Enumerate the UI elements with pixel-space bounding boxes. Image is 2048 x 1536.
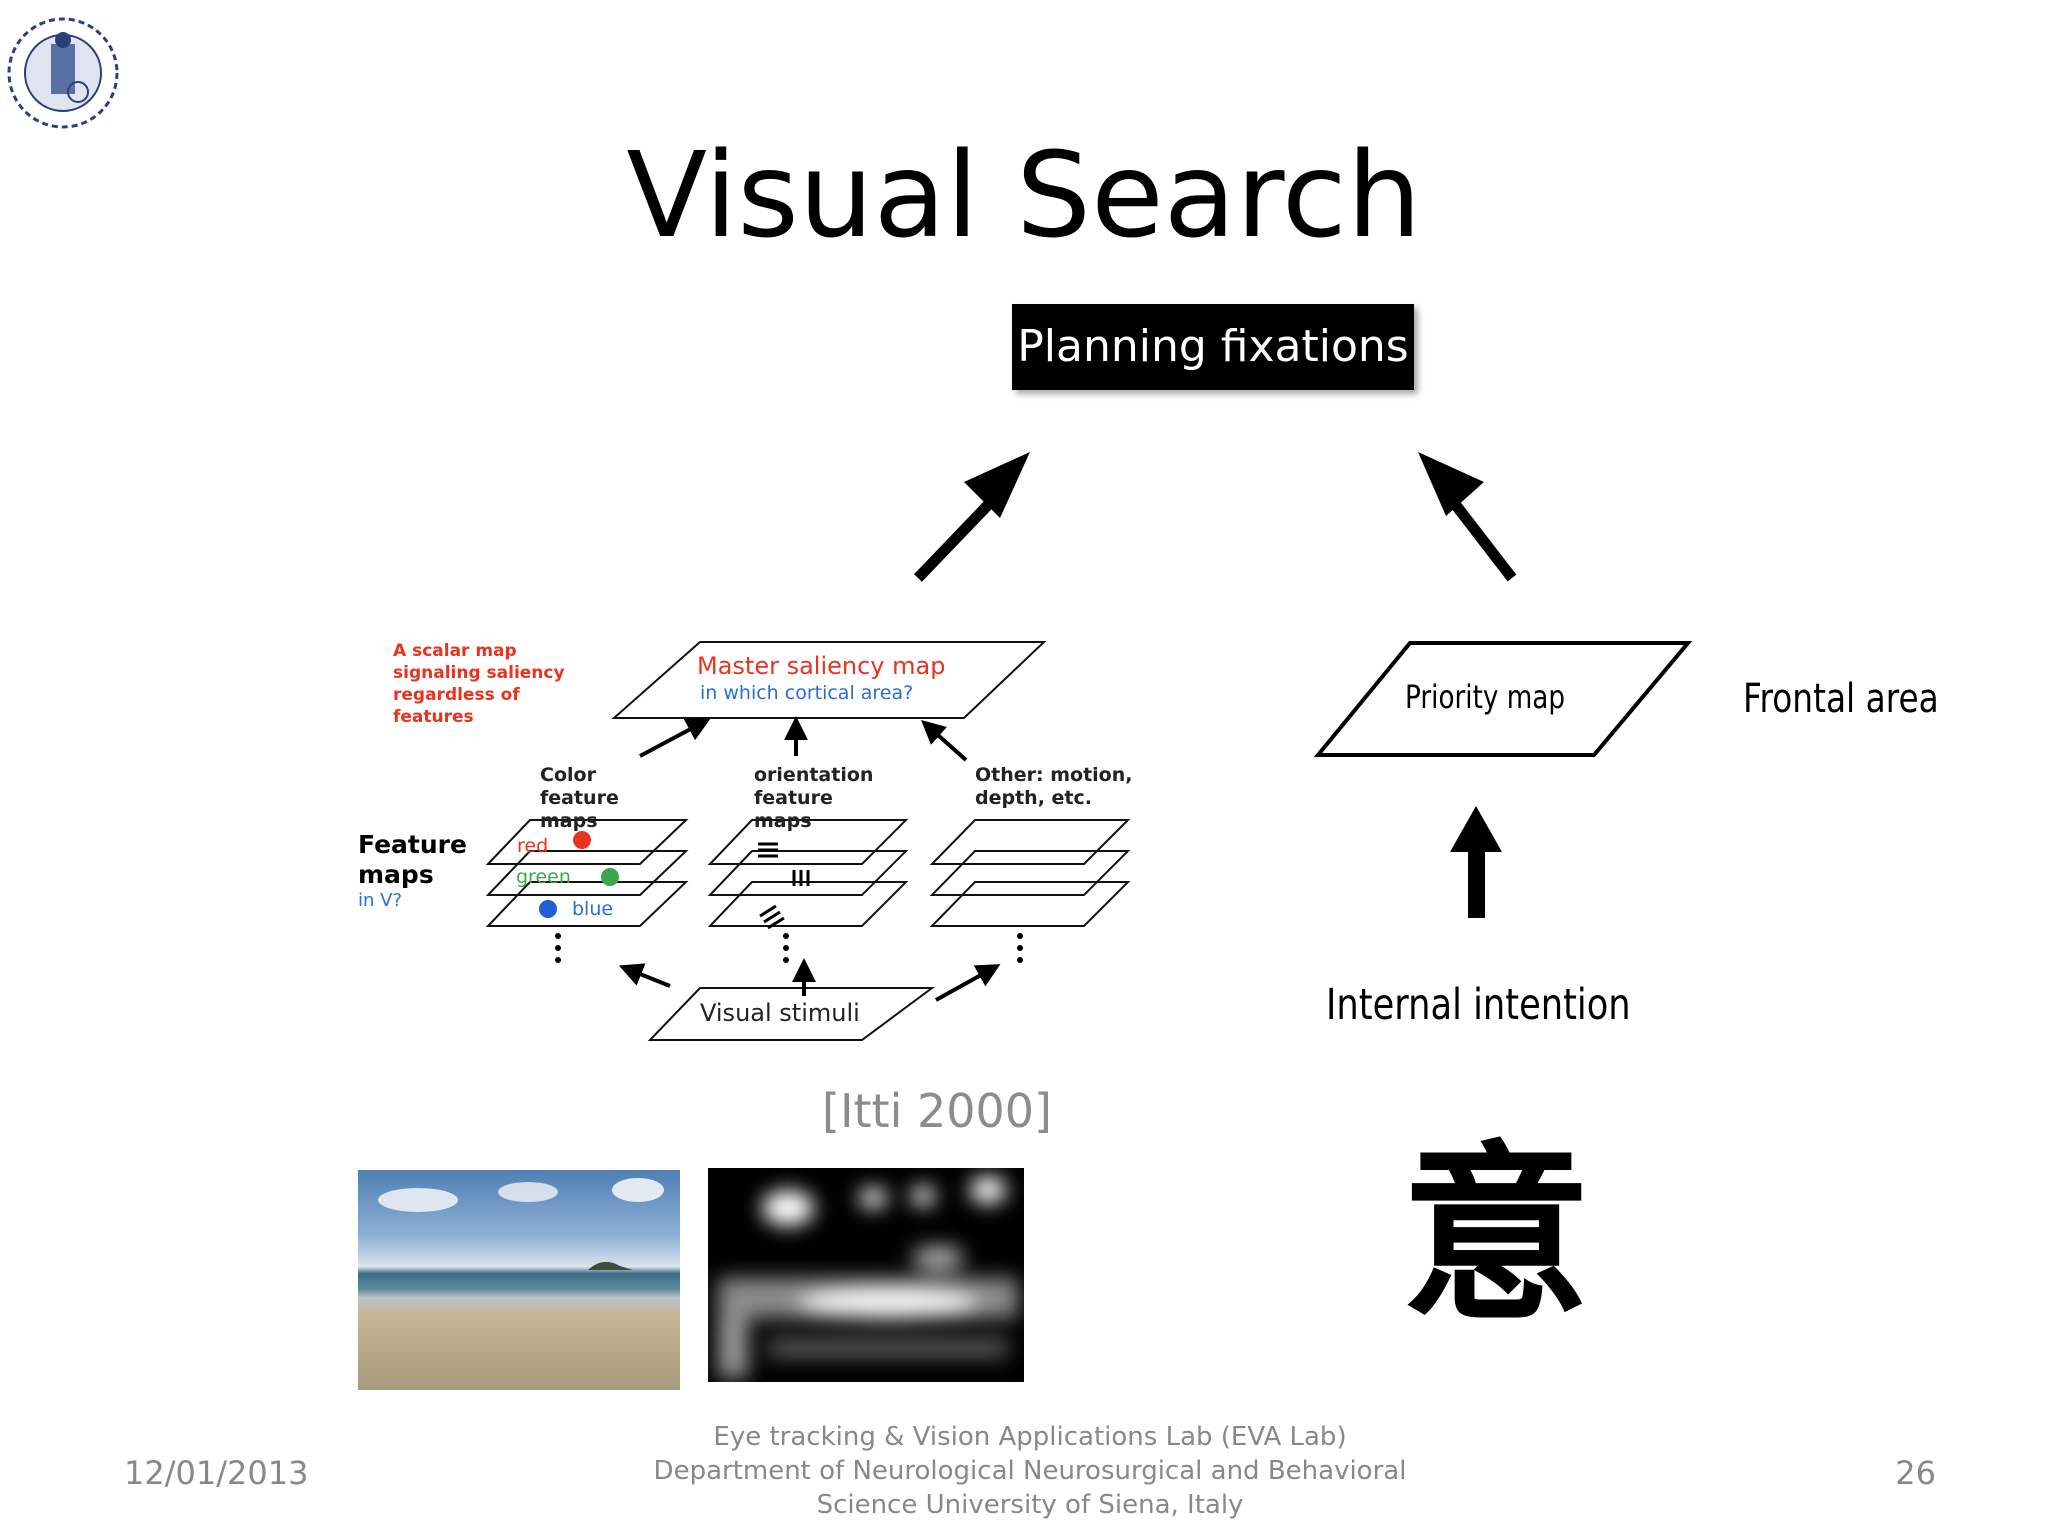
internal-intention-label: Internal intention — [1326, 980, 1631, 1030]
visual-stimuli-plane — [647, 987, 936, 1041]
orientation-plane-3 — [707, 881, 909, 927]
master-saliency-map-title: Master saliency map — [697, 652, 946, 680]
saliency-blobs — [718, 1176, 1018, 1378]
beach-photo — [358, 1170, 680, 1390]
slide-title: Visual Search — [626, 126, 1422, 264]
planning-fixations-box: Planning fixations — [1012, 304, 1414, 390]
arrow-intention-shaft — [1468, 846, 1485, 918]
master-saliency-map-subtitle: in which cortical area? — [700, 682, 914, 704]
blue-dot — [539, 900, 557, 918]
color-plane-2 — [485, 850, 689, 896]
red-dot — [573, 831, 591, 849]
arrow-intention-head — [1450, 806, 1502, 852]
footer-date: 12/01/2013 — [124, 1454, 309, 1492]
feature-maps-label: Feature maps — [358, 830, 467, 889]
priority-map-shape — [1313, 641, 1693, 757]
university-seal-logo — [7, 17, 119, 129]
color-plane-3 — [485, 881, 689, 927]
color-plane-1 — [485, 819, 689, 865]
orientation-plane-1 — [707, 819, 909, 865]
green-feature-label: green — [516, 866, 571, 888]
other-plane-1 — [929, 819, 1131, 865]
citation: [Itti 2000] — [822, 1084, 1052, 1138]
color-feature-maps-heading: Color feature maps — [540, 764, 619, 832]
feature-maps-sublabel: in V? — [358, 890, 402, 911]
priority-map-label: Priority map — [1405, 678, 1566, 716]
orientation-plane-2 — [707, 850, 909, 896]
blue-feature-label: blue — [572, 898, 614, 920]
slide-number: 26 — [1895, 1454, 1936, 1492]
master-saliency-map-plane — [611, 641, 1047, 719]
kanji-intention-character: 意 — [1400, 1125, 1591, 1346]
arrow-head-right — [1418, 452, 1484, 516]
other-feature-maps-heading: Other: motion, depth, etc. — [975, 764, 1133, 809]
red-feature-label: red — [517, 835, 549, 857]
footer-lab-credit: Eye tracking & Vision Applications Lab (… — [653, 1422, 1407, 1520]
other-plane-3 — [929, 881, 1131, 927]
green-dot — [601, 868, 619, 886]
arrow-head-left — [964, 452, 1030, 518]
orientation-feature-maps-heading: orientation feature maps — [754, 764, 874, 832]
scalar-map-note: A scalar map signaling saliency regardle… — [393, 641, 565, 727]
saliency-map-image — [708, 1168, 1024, 1382]
frontal-area-label: Frontal area — [1743, 676, 1939, 722]
visual-stimuli-label: Visual stimuli — [700, 999, 860, 1027]
beach-photo-details — [378, 1178, 664, 1270]
other-plane-2 — [929, 850, 1131, 896]
